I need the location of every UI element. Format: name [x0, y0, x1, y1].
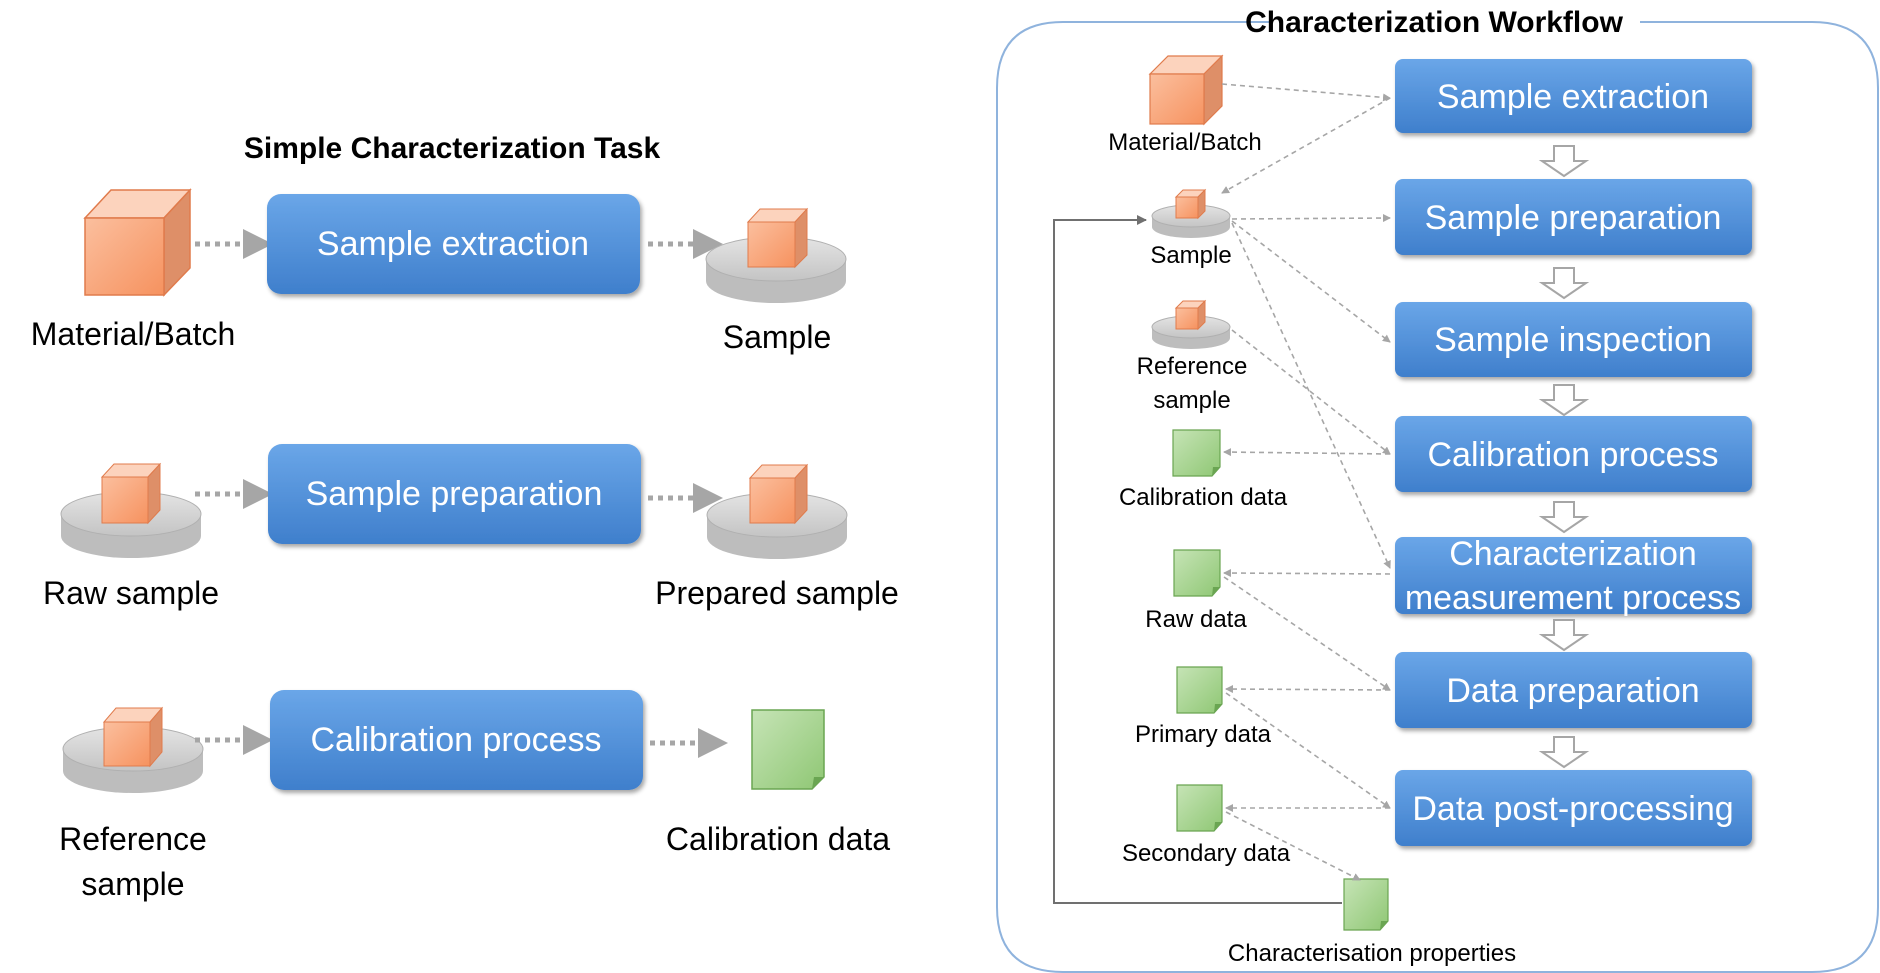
- sample-disc-icon: [705, 207, 847, 303]
- workflow-step-data-post-processing: Data post-processing: [1412, 790, 1733, 828]
- output-label-calibration-data: Calibration data: [666, 821, 890, 857]
- process-box-calibration: [270, 690, 643, 790]
- reference-sample-icon: [1151, 299, 1231, 349]
- calibration-data-icon: [1172, 429, 1221, 477]
- cube-icon: [83, 188, 192, 297]
- input-label-reference: Reference: [59, 821, 207, 857]
- right-title: Characterization Workflow: [1245, 6, 1624, 39]
- artifact-secondary-data-label: Secondary data: [1122, 840, 1291, 867]
- artifact-primary-data-label: Primary data: [1135, 721, 1272, 748]
- artifact-calibration-data-label: Calibration data: [1119, 484, 1288, 511]
- artifact-reference-label: Reference: [1137, 353, 1248, 380]
- artifact-material-label: Material/Batch: [1108, 129, 1261, 156]
- artifact-reference-label-2: sample: [1153, 387, 1230, 414]
- sample-icon: [1151, 188, 1231, 238]
- artifact-properties-label: Characterisation properties: [1228, 940, 1516, 967]
- reference-sample-disc-icon: [62, 706, 204, 793]
- primary-data-icon: [1176, 666, 1223, 714]
- workflow-connectors: [1221, 83, 1391, 881]
- raw-data-icon: [1173, 549, 1221, 597]
- workflow-step-measurement: measurement process: [1405, 579, 1741, 617]
- material-cube-icon: [1148, 54, 1224, 126]
- workflow-step-sample-inspection: Sample inspection: [1434, 321, 1712, 359]
- process-label: Calibration process: [310, 721, 601, 759]
- properties-data-icon: [1343, 878, 1389, 931]
- secondary-data-icon: [1176, 784, 1223, 832]
- workflow-step-calibration: Calibration process: [1427, 436, 1718, 474]
- workflow-container: [996, 21, 1879, 973]
- output-label-sample: Sample: [723, 319, 832, 355]
- process-box-sample-extraction: [267, 194, 640, 294]
- prepared-sample-disc-icon: [706, 463, 848, 559]
- artifact-sample-label: Sample: [1150, 242, 1231, 269]
- workflow-step-sample-preparation: Sample preparation: [1425, 199, 1722, 237]
- calibration-data-document-icon: [751, 709, 825, 790]
- workflow-step-sample-extraction: Sample extraction: [1437, 78, 1709, 116]
- workflow-step-characterization: Characterization: [1449, 535, 1697, 573]
- input-label-raw-sample: Raw sample: [43, 575, 219, 611]
- feedback-loop-arrow: [1053, 215, 1342, 904]
- workflow-step-data-preparation: Data preparation: [1446, 672, 1699, 710]
- raw-sample-disc-icon: [60, 462, 202, 558]
- input-label-material: Material/Batch: [31, 316, 236, 352]
- step-down-arrows: [1538, 145, 1590, 769]
- process-label: Sample preparation: [306, 475, 603, 513]
- artifact-raw-data-label: Raw data: [1145, 606, 1247, 633]
- workflow-process-boxes: [1395, 59, 1752, 846]
- process-box-sample-preparation: [268, 444, 641, 544]
- process-label: Sample extraction: [317, 225, 589, 263]
- left-title: Simple Characterization Task: [244, 132, 661, 165]
- input-label-reference-2: sample: [81, 866, 184, 902]
- output-label-prepared-sample: Prepared sample: [655, 575, 899, 611]
